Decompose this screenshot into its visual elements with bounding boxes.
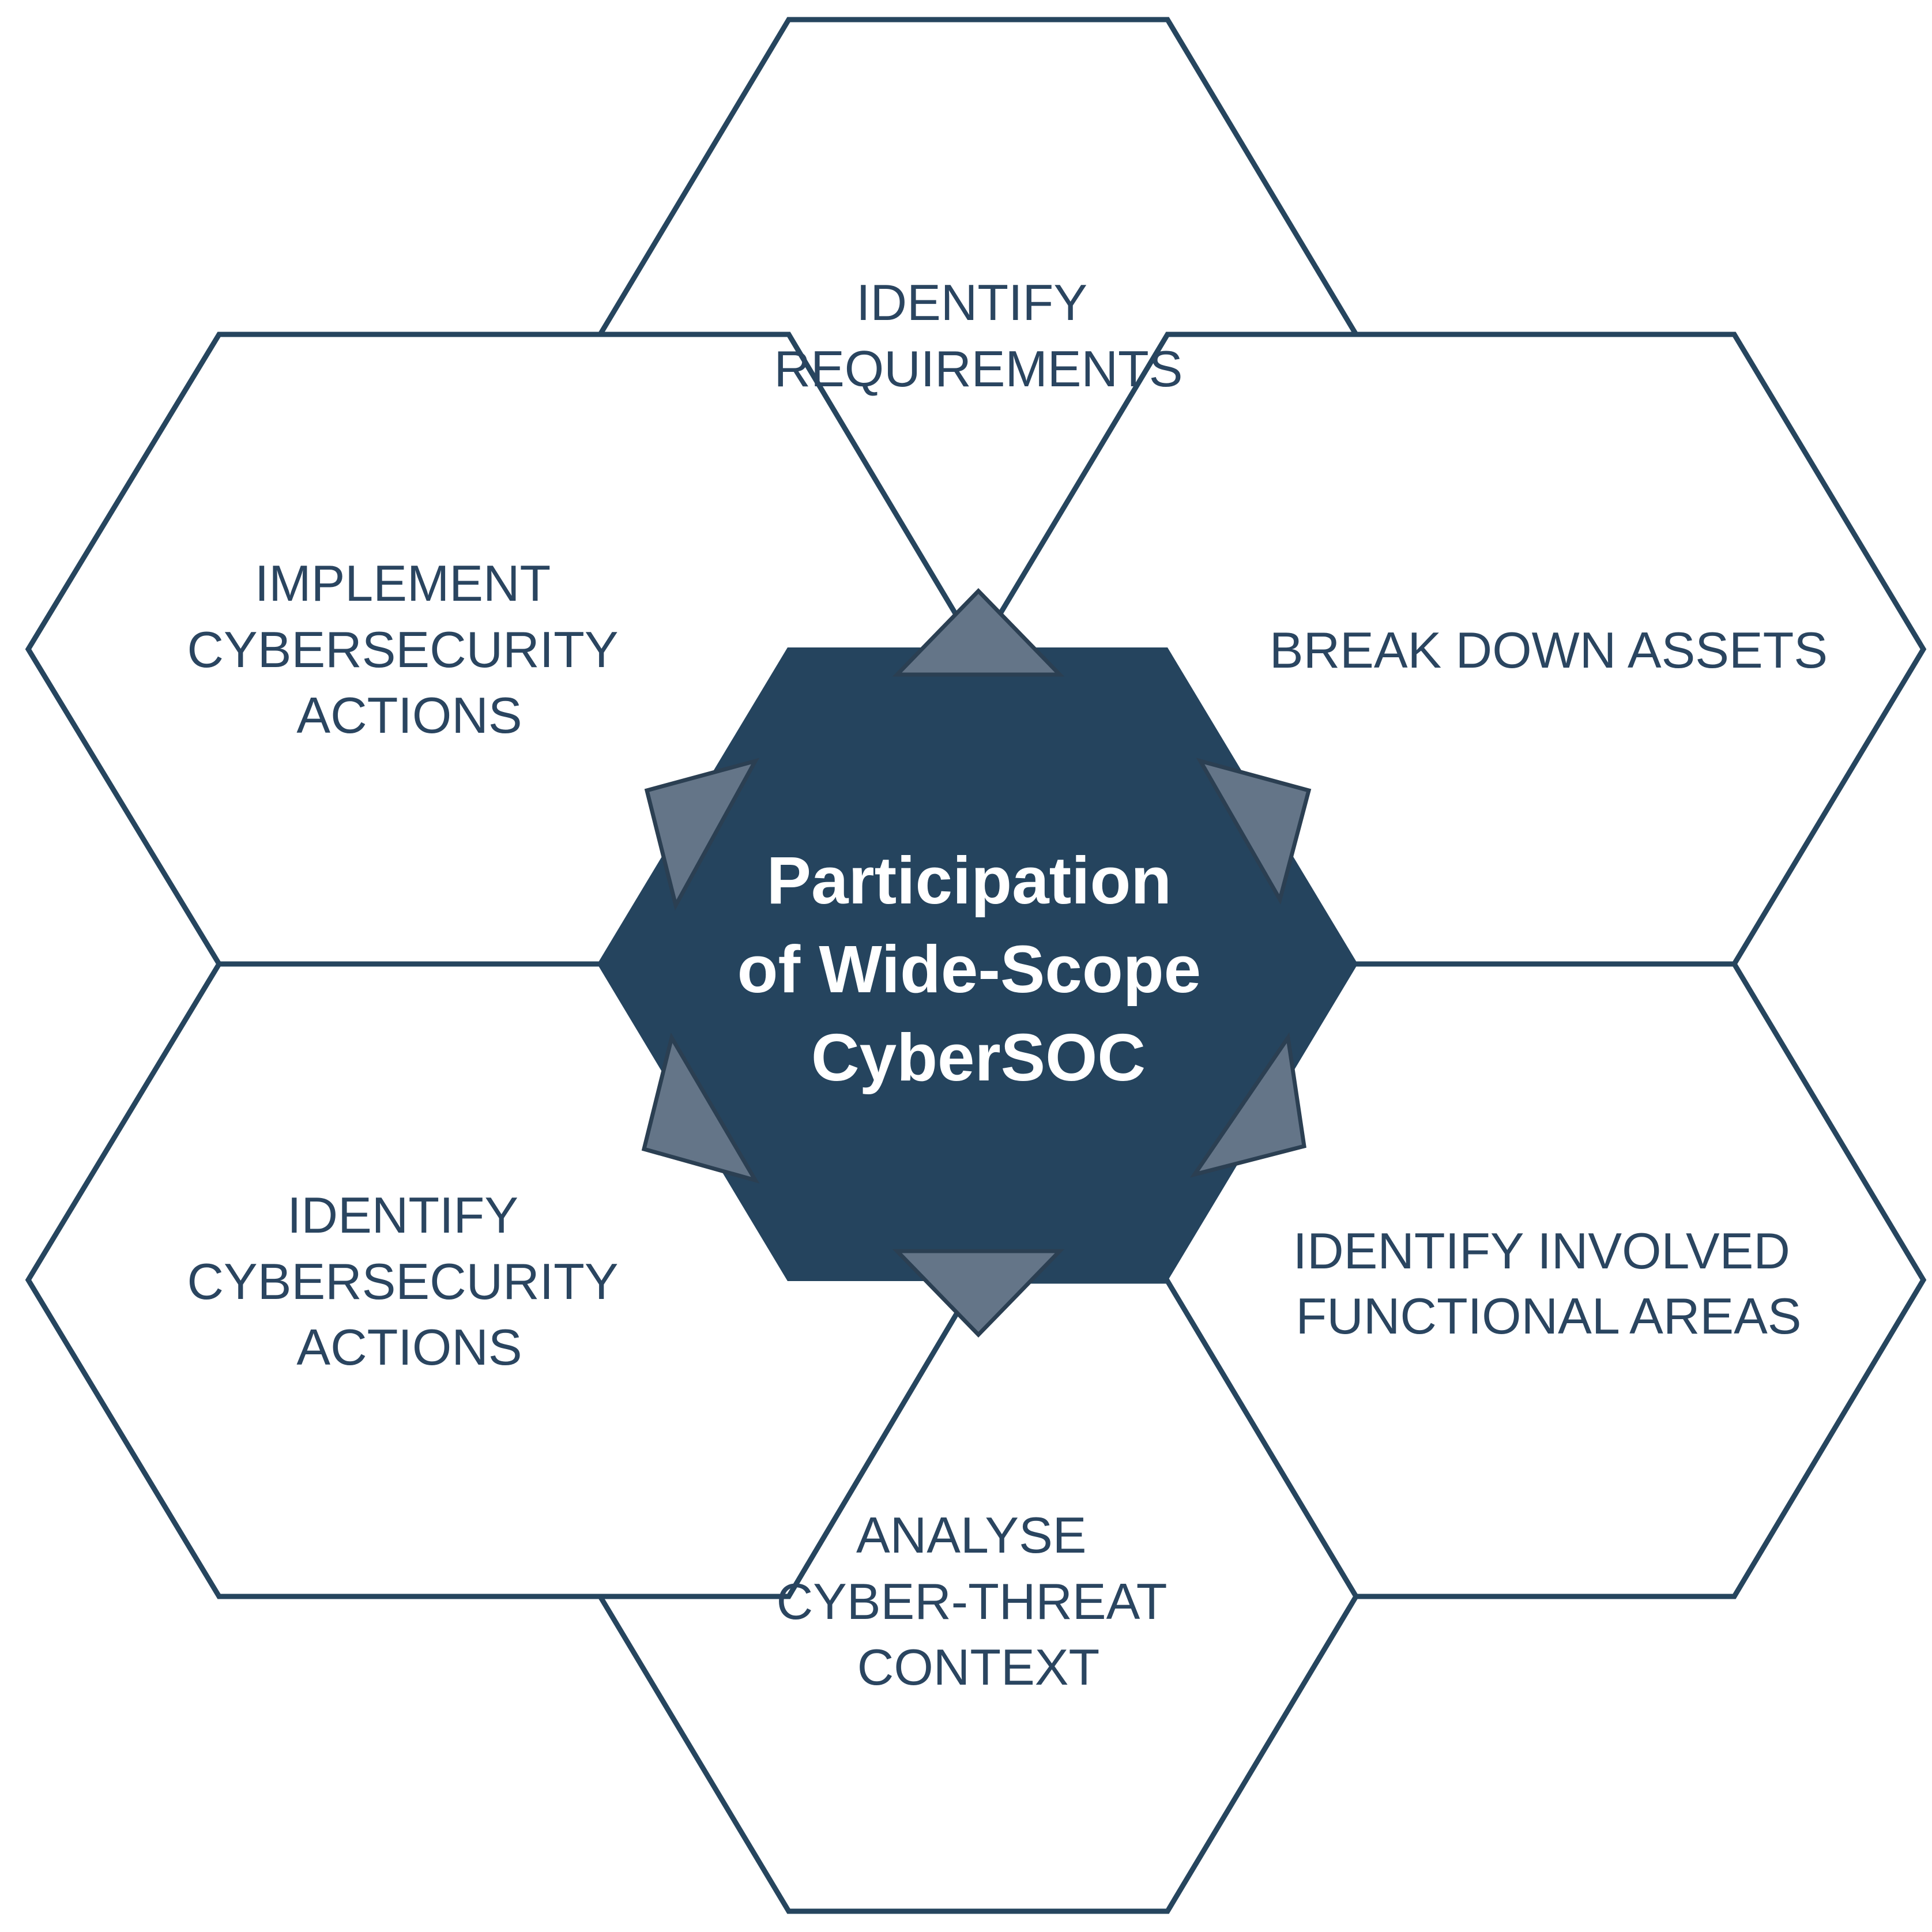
label-line: IDENTIFY INVOLVED xyxy=(1293,1222,1790,1279)
arrow-down-icon xyxy=(892,1249,1065,1338)
label-line: BREAK DOWN ASSETS xyxy=(1270,622,1828,679)
label-analyse-cyber-threat-context: ANALYSE CYBER-THREAT CONTEXT xyxy=(777,1507,1181,1696)
arrow-up-right-icon xyxy=(1196,758,1312,905)
arrow-up-icon xyxy=(892,587,1065,677)
label-implement-cybersecurity-actions: IMPLEMENT CYBERSECURITY ACTIONS xyxy=(187,555,632,744)
label-line: IDENTIFY xyxy=(287,1187,517,1244)
label-line: FUNCTIONAL AREAS xyxy=(1296,1287,1802,1345)
center-title: Participation of Wide-Scope CyberSOC xyxy=(737,843,1220,1095)
arrow-up-left-icon xyxy=(644,758,760,911)
label-line: IDENTIFY xyxy=(856,274,1086,331)
label-line: IMPLEMENT xyxy=(255,555,550,612)
label-line: CYBERSECURITY xyxy=(187,621,618,678)
label-line: CYBER-THREAT xyxy=(777,1573,1166,1630)
label-identify-requirements: IDENTIFY REQUIREMENTS xyxy=(774,274,1183,397)
arrow-down-right-icon xyxy=(1189,1032,1306,1178)
label-line: ACTIONS xyxy=(296,1319,522,1376)
label-line: REQUIREMENTS xyxy=(774,340,1183,397)
center-title-line: of Wide-Scope xyxy=(737,932,1202,1007)
center-hexagon xyxy=(597,647,1358,1281)
label-line: ANALYSE xyxy=(856,1507,1086,1564)
center-title-line: CyberSOC xyxy=(811,1020,1146,1095)
arrow-down-left-icon xyxy=(641,1032,760,1184)
label-break-down-assets: BREAK DOWN ASSETS xyxy=(1270,622,1828,679)
label-line: ACTIONS xyxy=(296,687,522,744)
label-identify-cybersecurity-actions: IDENTIFY CYBERSECURITY ACTIONS xyxy=(187,1187,632,1376)
center-title-line: Participation xyxy=(767,843,1172,918)
label-identify-involved-functional-areas: IDENTIFY INVOLVED FUNCTIONAL AREAS xyxy=(1293,1222,1805,1345)
label-line: CYBERSECURITY xyxy=(187,1253,618,1310)
label-line: CONTEXT xyxy=(857,1639,1099,1696)
